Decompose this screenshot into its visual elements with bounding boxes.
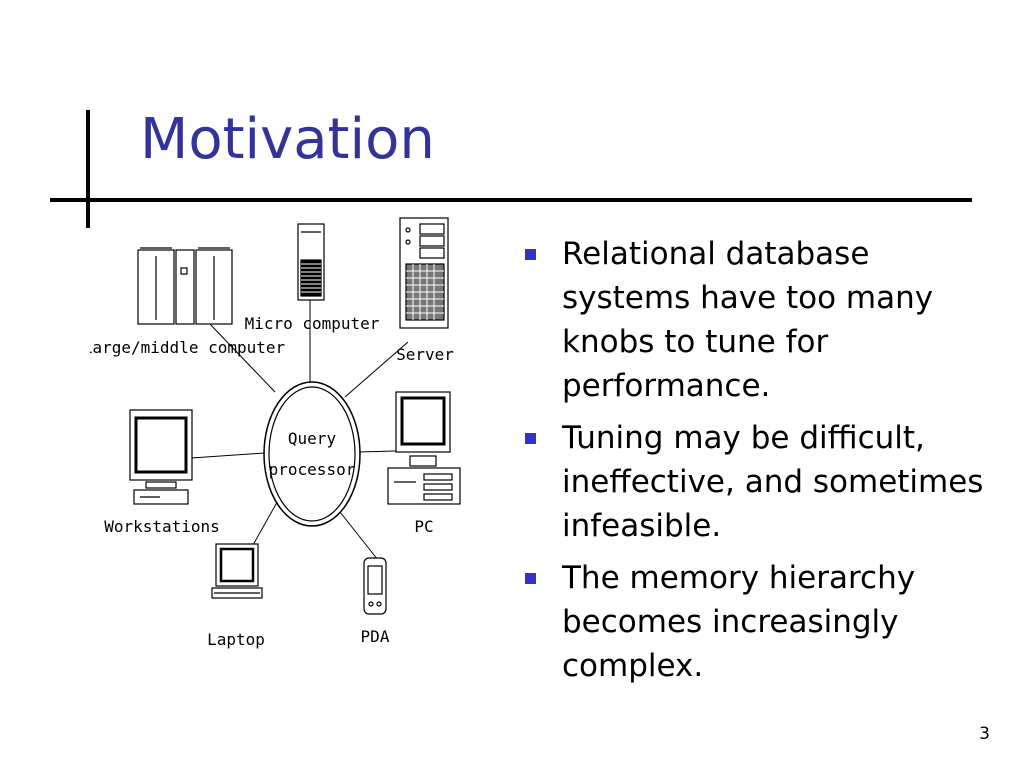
label-large-computer: Large/middle computer xyxy=(90,338,286,357)
page-number: 3 xyxy=(979,724,990,744)
bullet-square-icon xyxy=(525,573,536,584)
large-computer-icon xyxy=(137,247,233,325)
connector-lines xyxy=(161,292,433,578)
workstation-icon xyxy=(129,409,193,505)
center-label-line1: Query xyxy=(288,429,337,448)
bullet-text: The memory hierarchy becomes increasingl… xyxy=(562,560,916,684)
micro-computer-icon xyxy=(297,223,325,301)
title-horizontal-rule xyxy=(50,198,972,202)
title-vertical-rule xyxy=(86,110,90,228)
server-icon xyxy=(399,217,449,329)
laptop-icon xyxy=(211,543,263,599)
center-label-line2: processor xyxy=(269,460,356,479)
bullet-square-icon xyxy=(525,433,536,444)
bullet-list: Relational database systems have too man… xyxy=(520,232,1000,696)
label-micro-computer: Micro computer xyxy=(245,314,380,333)
connector-server xyxy=(344,341,409,398)
bullet-item: Relational database systems have too man… xyxy=(520,232,1000,408)
bullet-text: Tuning may be difficult, ineffective, an… xyxy=(562,420,984,544)
pda-icon xyxy=(363,557,387,615)
query-processor-diagram: Query processor Large/middle computer Mi… xyxy=(90,217,461,649)
query-processor-node: Query processor xyxy=(263,381,361,527)
bullet-item: The memory hierarchy becomes increasingl… xyxy=(520,556,1000,688)
connector-pda xyxy=(339,511,379,561)
bullet-text: Relational database systems have too man… xyxy=(562,236,934,404)
label-server: Server xyxy=(396,345,454,364)
pc-icon xyxy=(387,391,461,505)
label-workstations: Workstations xyxy=(104,517,220,536)
connector-large xyxy=(207,321,276,393)
slide-title: Motivation xyxy=(140,107,435,172)
label-pda: PDA xyxy=(361,627,390,646)
bullet-item: Tuning may be difficult, ineffective, an… xyxy=(520,416,1000,548)
label-laptop: Laptop xyxy=(207,630,265,649)
bullet-square-icon xyxy=(525,249,536,260)
label-pc: PC xyxy=(414,517,433,536)
